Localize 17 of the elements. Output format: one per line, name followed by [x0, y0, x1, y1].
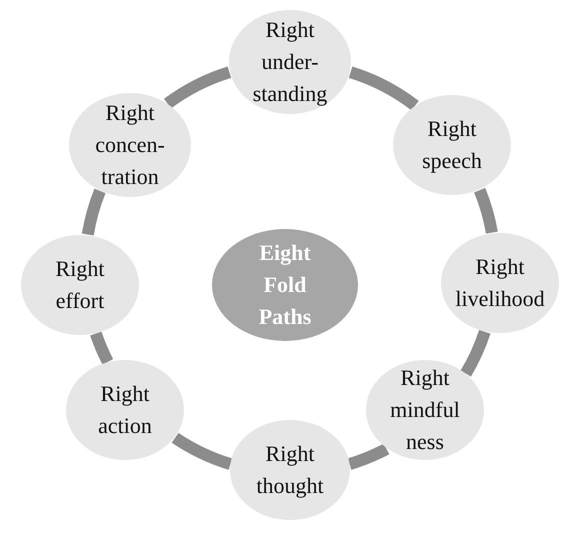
node-label: Right livelihood — [454, 253, 546, 313]
ring-connector — [90, 332, 114, 365]
node-label: Right under- standing — [252, 16, 328, 108]
ring-connector — [172, 432, 232, 470]
node-label: Right mindful ness — [389, 364, 461, 456]
ring-connector — [348, 444, 390, 470]
node-label: Right effort — [54, 255, 106, 315]
node-label: Eight Fold Paths — [258, 239, 312, 331]
node-label: Right action — [97, 380, 153, 440]
node-label: Right thought — [255, 440, 325, 500]
node-label: Right speech — [421, 115, 483, 175]
ring-connector — [348, 66, 419, 111]
ring-connector — [164, 66, 232, 109]
ring-connector — [460, 330, 490, 376]
ring-connector — [82, 188, 106, 236]
ring-connector — [474, 188, 498, 234]
node-label: Right concen- tration — [94, 99, 166, 191]
